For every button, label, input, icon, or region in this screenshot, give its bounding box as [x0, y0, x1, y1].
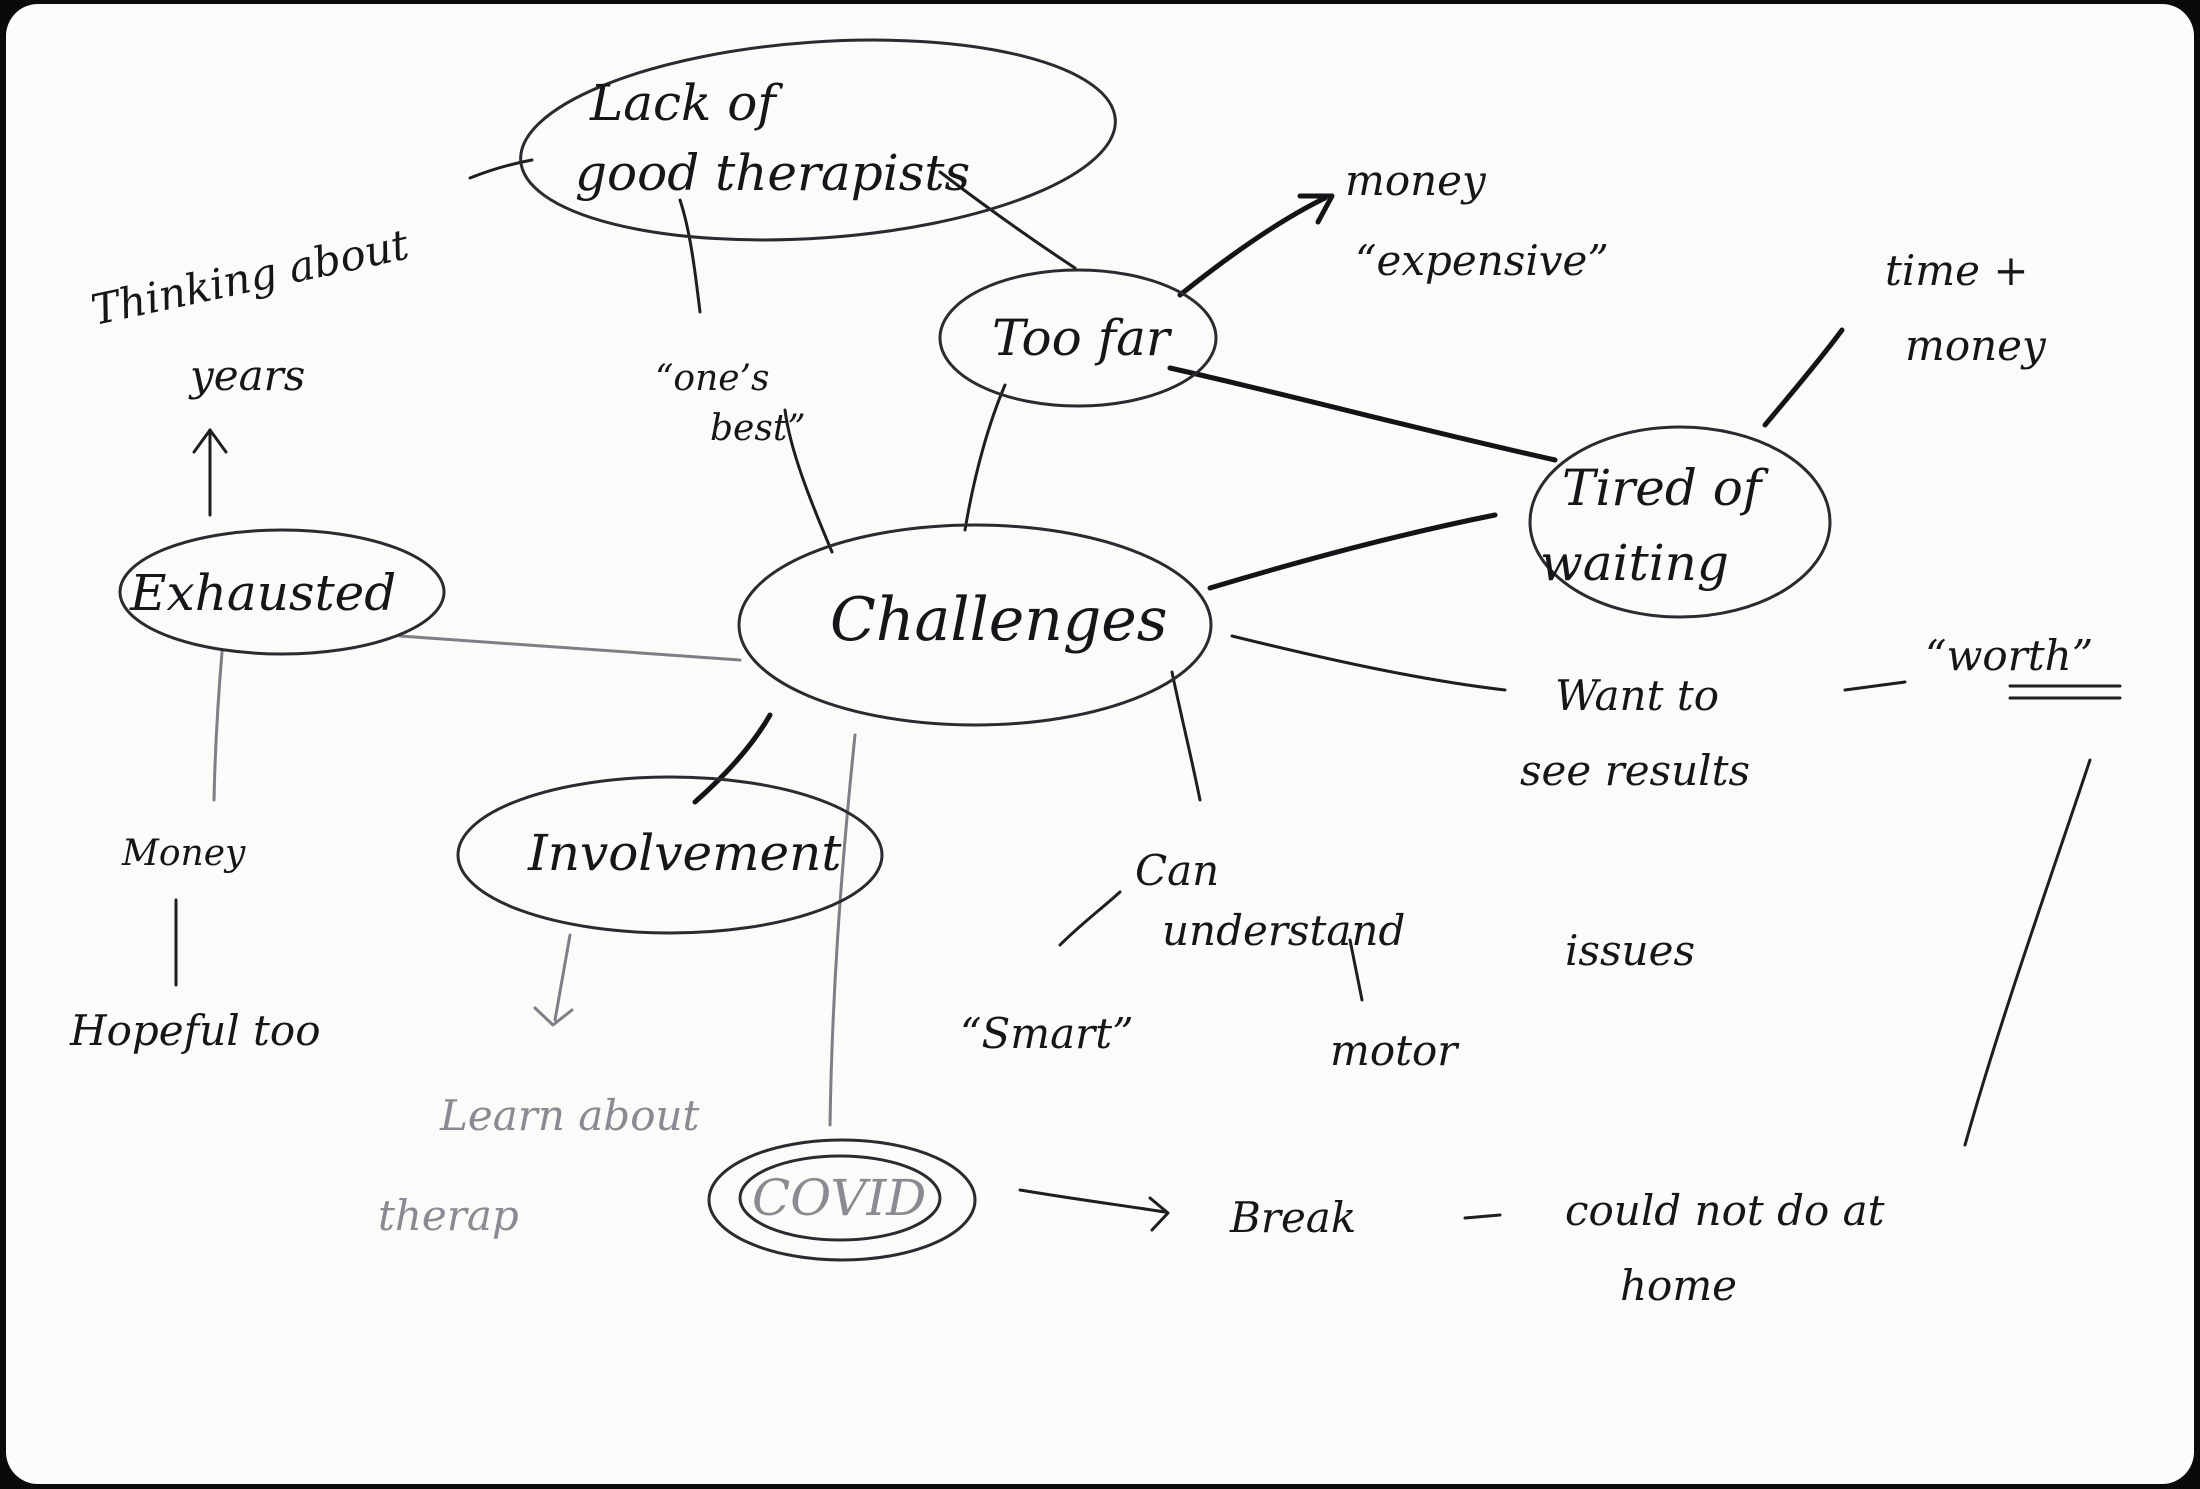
arrowhead-break [1148, 1196, 1170, 1232]
issues-label: issues [1565, 926, 1695, 975]
motor-label: motor [1330, 1026, 1460, 1075]
connector-understand-motor [1348, 938, 1364, 1002]
connector-too-far-money [1177, 195, 1328, 298]
ones-best-line1: “one’s [655, 358, 770, 399]
connector-lack-of-therapists-too-far [938, 170, 1077, 270]
money-note-line1: money [1345, 156, 1487, 205]
connector-want-results-worth [1843, 680, 1907, 692]
lack-of-therapists-line2: good therapists [575, 144, 970, 202]
connector-hub-exhausted [398, 634, 742, 662]
involvement-label: Involvement [527, 824, 842, 882]
connector-ones-best-lack-of-therapists [678, 198, 702, 314]
could-not-label: could not do at [1565, 1186, 1885, 1235]
arrowhead-money [1297, 193, 1335, 225]
connector-hub-tired [1207, 512, 1498, 591]
arrowhead-years [192, 428, 228, 454]
bubbles [118, 38, 1832, 1262]
bubble-hub [737, 523, 1213, 727]
can-understand-line2: understand [1162, 906, 1405, 955]
connector-hub-ones-best [783, 408, 834, 554]
connector-worth-break [1963, 758, 2092, 1147]
connectors [174, 158, 2092, 1232]
lack-of-therapists-line1: Lack of [589, 74, 783, 132]
paper-sheet [6, 4, 2194, 1484]
bubble-involvement [456, 775, 884, 935]
bubble-covid-inner [738, 1154, 942, 1242]
money-note-line2: “expensive” [1355, 236, 1609, 285]
connector-covid-break [1018, 1188, 1167, 1214]
exhausted-label: Exhausted [129, 564, 396, 622]
time-money-line2: money [1905, 321, 2047, 370]
break-label: Break [1229, 1193, 1356, 1242]
connector-break-dash [1463, 1213, 1502, 1220]
ones-best-line2: best” [710, 408, 806, 449]
smart-label: “Smart” [960, 1009, 1134, 1058]
want-results-line1: Want to [1555, 671, 1719, 720]
connector-hub-can-understand [1170, 670, 1202, 802]
bubble-exhausted [118, 528, 446, 656]
bubble-covid-outer [707, 1138, 977, 1262]
connector-tired-time-money [1762, 327, 1845, 428]
can-understand-line1: Can [1135, 846, 1219, 895]
hub-label: Challenges [830, 585, 1168, 655]
connector-lack-of-therapists-thinking [468, 158, 534, 180]
connector-hub-involvement [692, 712, 773, 805]
tired-line1: Tired of [1562, 459, 1769, 517]
tired-line2: waiting [1540, 534, 1729, 592]
connector-too-far-tired [1167, 365, 1558, 463]
learn-about-line1: Learn about [439, 1091, 700, 1140]
connector-hub-want-results [1230, 634, 1507, 692]
time-money-line1: time + [1885, 246, 2029, 295]
bubble-lack-of-therapists [519, 38, 1117, 242]
home-label: home [1620, 1261, 1737, 1310]
thinking-about-line2: years [188, 351, 305, 400]
bubble-too-far [938, 268, 1218, 408]
connector-exhausted-money [212, 650, 224, 802]
connector-involvement-learn [553, 933, 572, 1022]
arrowhead-learn [533, 1006, 574, 1027]
hopeful-too-label: Hopeful too [69, 1006, 320, 1055]
connector-hub-too-far [963, 383, 1007, 532]
worth-label: “worth” [1925, 631, 2093, 680]
too-far-label: Too far [992, 309, 1173, 367]
money-left-label: Money [121, 833, 246, 874]
want-results-line2: see results [1520, 746, 1750, 795]
learn-about-line2: therap [378, 1191, 519, 1240]
connector-understand-smart [1058, 890, 1122, 947]
connector-hub-covid [828, 733, 857, 1127]
bubble-tired [1528, 425, 1832, 619]
covid-label: COVID [752, 1169, 926, 1227]
